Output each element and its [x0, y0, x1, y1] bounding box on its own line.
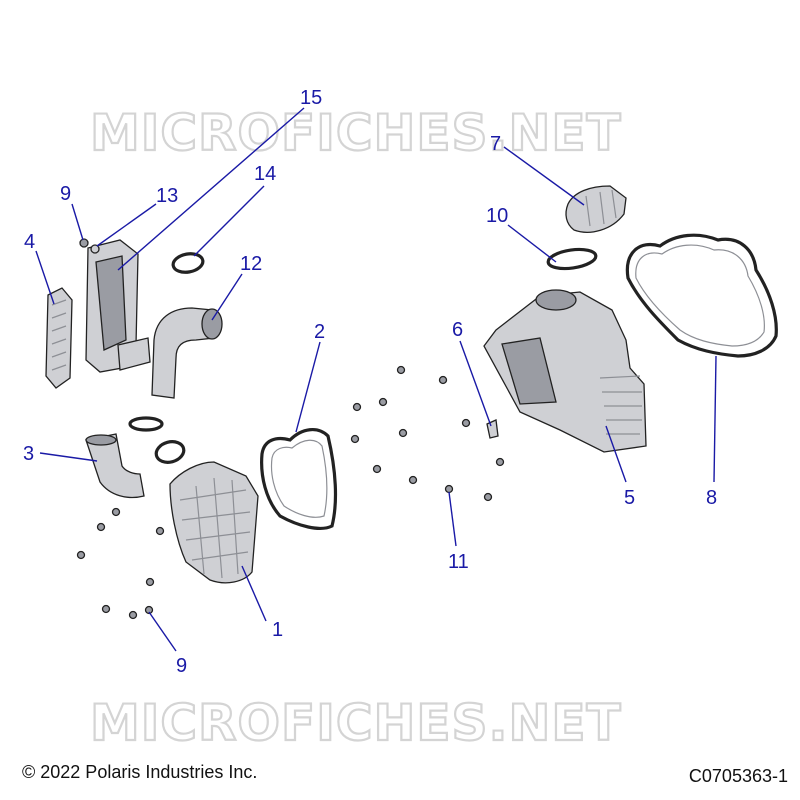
callout-11: 11 — [448, 551, 469, 573]
watermark-bottom: MICROFICHES.NET — [90, 694, 622, 752]
part-4-filter-grille — [45, 287, 73, 389]
callout-labels: 1 2 3 4 5 6 7 8 9 9 10 11 12 13 14 15 — [23, 87, 717, 677]
watermark-top: MICROFICHES.NET — [90, 104, 622, 162]
callout-6: 6 — [452, 319, 463, 341]
clamp-pair — [128, 416, 186, 464]
callout-10: 10 — [486, 205, 508, 227]
callout-8: 8 — [706, 487, 717, 509]
part-5-airbox-base — [483, 289, 647, 453]
part-14-clamp — [171, 252, 205, 274]
callout-13: 13 — [156, 185, 178, 207]
diagram-code: C0705363-1 — [688, 766, 788, 786]
callout-3: 3 — [23, 443, 34, 465]
callout-7: 7 — [490, 133, 501, 155]
part-1-airbox-cover — [169, 461, 259, 584]
callout-15: 15 — [300, 87, 322, 109]
callout-4: 4 — [24, 231, 35, 253]
part-8-large-gasket — [625, 233, 778, 358]
leader-lines — [35, 107, 717, 652]
part-7-intake-cap — [565, 185, 627, 233]
callout-9-top: 9 — [60, 183, 71, 205]
part-15-filter-body — [85, 239, 151, 373]
part-6-fitting — [486, 419, 499, 439]
callout-14: 14 — [254, 163, 276, 185]
callout-2: 2 — [314, 321, 325, 343]
callout-1: 1 — [272, 619, 283, 641]
callout-9-bottom: 9 — [176, 655, 187, 677]
copyright-notice: © 2022 Polaris Industries Inc. — [22, 762, 258, 782]
callout-12: 12 — [240, 253, 262, 275]
part-2-gasket — [260, 428, 338, 530]
part-3-elbow-duct — [85, 433, 145, 499]
part-10-clamp-ring — [546, 247, 598, 271]
part-12-elbow-hose — [151, 307, 223, 399]
callout-5: 5 — [624, 487, 635, 509]
part-9-screw-top — [79, 238, 100, 254]
bolt-set — [76, 365, 505, 620]
